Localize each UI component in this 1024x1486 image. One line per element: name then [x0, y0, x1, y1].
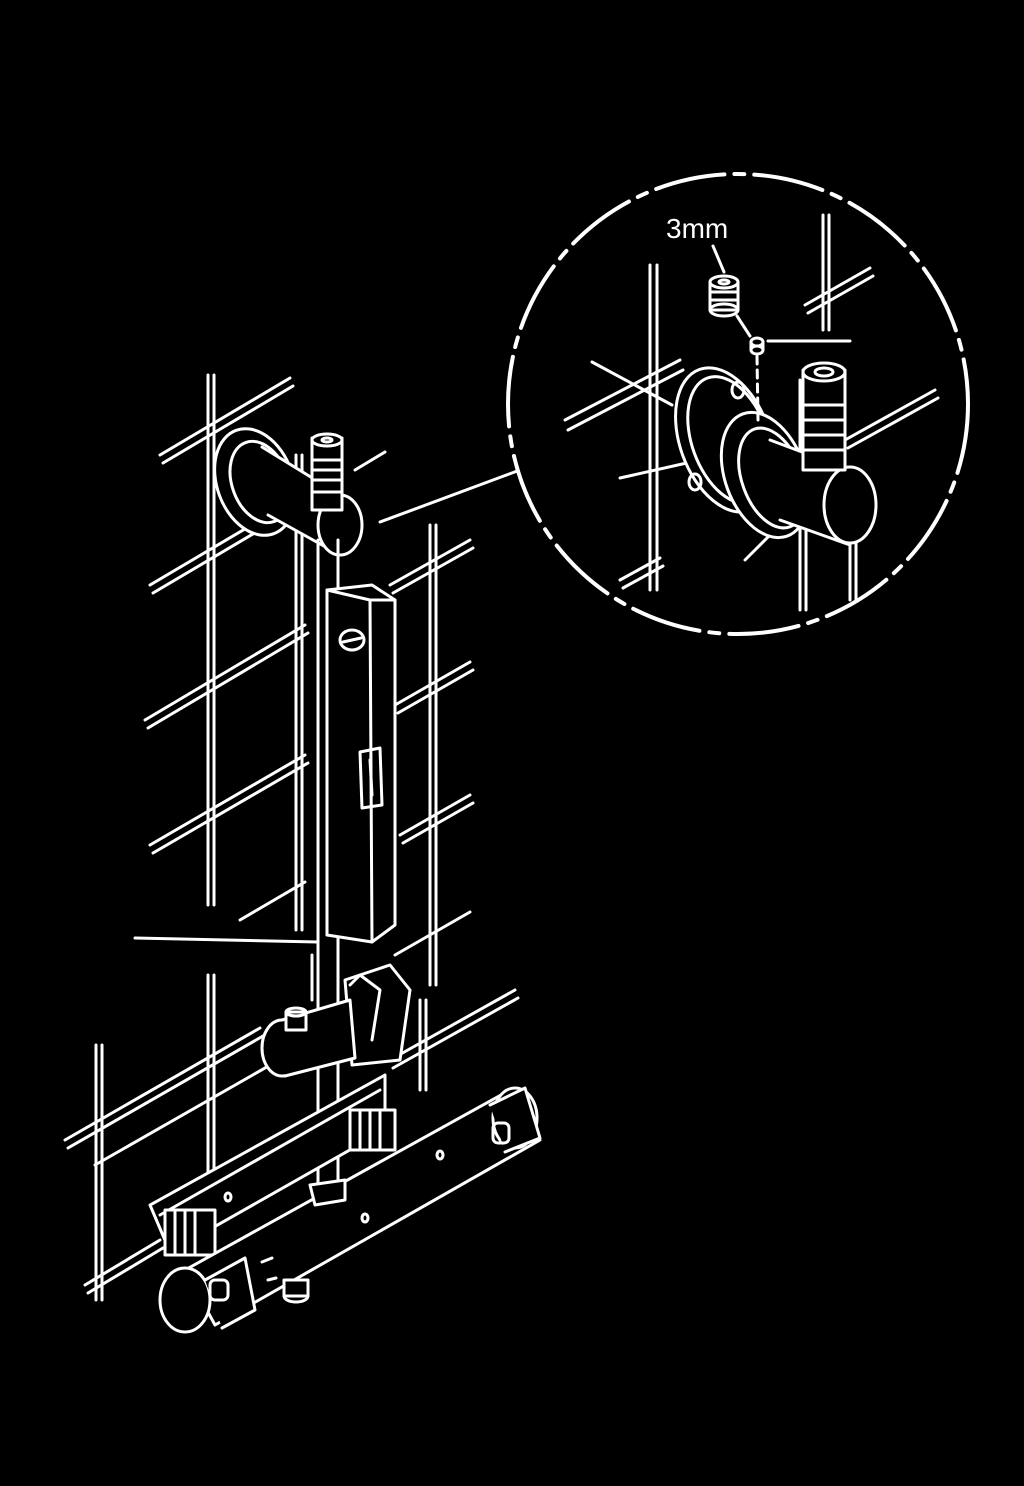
leader-line-rail — [133, 936, 320, 944]
thermostat-mixer — [148, 1073, 542, 1334]
leader-line-bracket — [378, 468, 522, 524]
rail-cover-panel — [325, 583, 397, 944]
detail-magnifier — [506, 172, 970, 636]
top-wall-bracket — [213, 427, 364, 557]
hand-shower-holder — [260, 963, 412, 1078]
screw-size-label: 3mm — [666, 213, 728, 244]
